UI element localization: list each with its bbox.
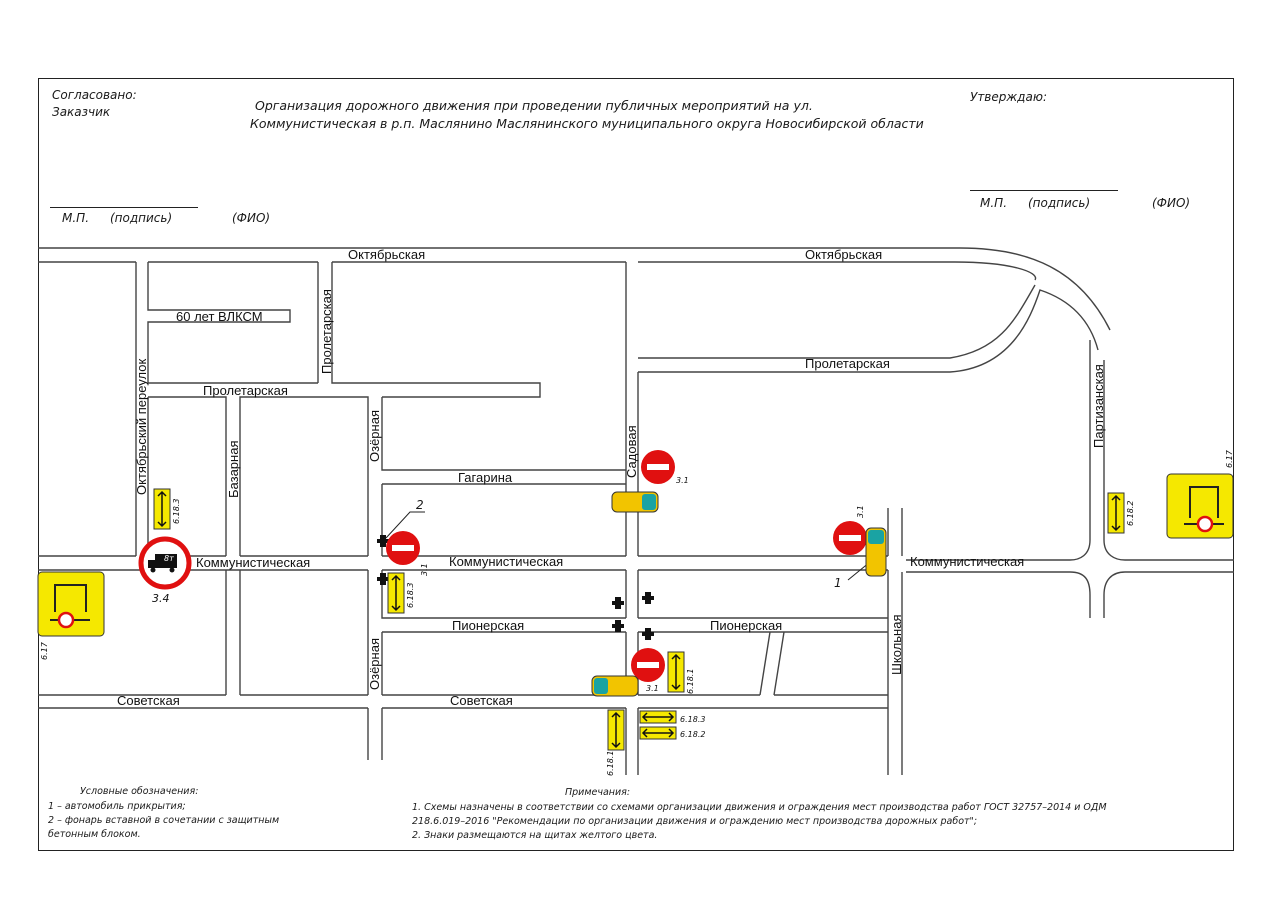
agreed-title: Согласовано: [52, 88, 137, 102]
street-kommunisticheskaya-c: Коммунистическая [449, 554, 564, 569]
right-mp: М.П. [980, 196, 1008, 210]
street-partizanskaya: Партизанская [1091, 364, 1106, 448]
truck-prohibition-sign-icon [138, 536, 192, 590]
street-bazarnaya: Базарная [226, 440, 241, 498]
sign-code-3-1-c: 3.1 [856, 505, 865, 518]
street-ozernaya-s: Озёрная [367, 638, 382, 690]
road-edge-partizanskaya-se [1103, 571, 1234, 618]
road-edge-oktyabrskaya-top [38, 247, 1111, 331]
left-fio: (ФИО) [232, 211, 271, 225]
sign-code-6-18-3: 6.18.3 [680, 715, 706, 724]
road-edge-prolet-vert-e [331, 262, 541, 398]
road-edge-pioner-top [381, 570, 888, 619]
street-oktyabrsky-pereulok: Октябрьский переулок [134, 358, 149, 495]
sign-code-6-17-e: 6.17 [1225, 450, 1234, 468]
street-vlksm: 60 лет ВЛКСМ [176, 309, 263, 324]
sign-code-6-18-3-w: 6.18.3 [172, 498, 181, 524]
note-1a: 1. Схемы назначены в соответствии со схе… [412, 802, 1107, 813]
sign-code-6-18-2-e: 6.18.2 [1126, 500, 1135, 526]
lantern-icon-1 [377, 535, 389, 547]
sign-3-4-tonnage: 8т [164, 554, 174, 563]
street-gagarina: Гагарина [458, 470, 513, 485]
cover-car-icon-b [865, 527, 887, 577]
detour-scheme-sign-icon-w [37, 571, 105, 637]
left-mp: М.П. [62, 211, 90, 225]
detour-arrow-glyphs [157, 490, 1121, 749]
street-kommunisticheskaya-w: Коммунистическая [196, 555, 311, 570]
legend-title: Условные обозначения: [80, 786, 199, 797]
cover-car-icon-a [611, 491, 659, 513]
right-fio: (ФИО) [1152, 196, 1191, 210]
no-entry-sign-icon-a [641, 450, 675, 484]
legend-item-1: 1 – автомобиль прикрытия; [48, 801, 186, 812]
legend-item-2a: 2 – фонарь вставной в сочетании с защитн… [48, 815, 280, 826]
page-title-line2: Коммунистическая в р.п. Маслянино Маслян… [250, 116, 924, 131]
street-kommunisticheskaya-e: Коммунистическая [910, 554, 1025, 569]
detour-scheme-sign-icon-e [1166, 473, 1234, 539]
lantern-icon-5 [612, 620, 624, 632]
sign-code-6-18-1-c: 6.18.1 [686, 668, 695, 694]
lantern-icon-4 [642, 592, 654, 604]
street-pionerskaya-e: Пионерская [710, 618, 783, 633]
detour-arrow-signs [153, 488, 1125, 751]
road-edge-per-e [147, 262, 318, 384]
road-edge-partizanskaya-e [1103, 360, 1234, 561]
sign-code-3-4: 3.4 [152, 592, 170, 605]
no-entry-sign-icon-d [631, 648, 665, 682]
sign-code-3-1-a: 3.1 [676, 476, 689, 485]
sign-code-6-18-3-w2: 6.18.3 [406, 582, 415, 608]
road-curve-1 [638, 284, 1036, 359]
road-edge-prolet-h [148, 396, 369, 556]
street-shkolnaya: Школьная [889, 614, 904, 676]
road-edge-partizanskaya-w [906, 340, 1091, 561]
road-edge-bazar-s [225, 570, 241, 695]
street-proletarskaya-e: Пролетарская [805, 356, 890, 371]
sign-code-6-17-w: 6.17 [40, 642, 49, 660]
sign-code-3-1-d: 3.1 [646, 684, 659, 693]
right-signature-line [970, 190, 1118, 191]
note-2: 2. Знаки размещаются на щитах желтого цв… [412, 830, 658, 841]
lantern-group [377, 535, 654, 640]
marker-2: 2 [416, 498, 424, 512]
street-oktyabrskaya-e: Октябрьская [805, 247, 883, 262]
street-pionerskaya-w: Пионерская [452, 618, 525, 633]
lantern-icon-3 [612, 597, 624, 609]
road-edge-partizanskaya-sw [906, 571, 1091, 618]
street-sovetskaya-w: Советская [117, 693, 180, 708]
marker2-leader [385, 511, 425, 539]
left-sign: (подпись) [110, 211, 173, 225]
lantern-icon-2 [377, 573, 389, 585]
no-entry-sign-icon-c [833, 521, 867, 555]
drawing-frame [38, 78, 1234, 851]
street-oktyabrskaya-w: Октябрьская [348, 247, 426, 262]
road-edge-oktyabrskaya-bottom-e [638, 261, 1037, 281]
right-sign: (подпись) [1028, 196, 1091, 210]
street-sovetskaya-c: Советская [450, 693, 513, 708]
road-edge-pioner-spur [759, 631, 785, 696]
notes-title: Примечания: [565, 787, 631, 798]
road-edge-pioner-626 [625, 570, 639, 618]
agreed-role: Заказчик [52, 105, 111, 119]
road-curve-2 [638, 289, 1099, 373]
note-1b: 218.6.019–2016 "Рекомендации по организа… [412, 816, 978, 827]
sign-code-6-18-2-c: 6.18.2 [680, 730, 706, 739]
legend-item-2b: бетонным блоком. [48, 829, 141, 840]
sign-code-6-18-1-s: 6.18.1 [606, 750, 615, 776]
street-proletarskaya-w: Пролетарская [203, 383, 288, 398]
street-proletarskaya-vertical: Пролетарская [319, 289, 334, 374]
sign-code-3-1-b: 3.1 [420, 563, 429, 576]
street-sadovaya: Садовая [624, 425, 639, 478]
lantern-icon-6 [642, 628, 654, 640]
cover-car-icon-c [591, 675, 639, 697]
no-entry-sign-icon-b [386, 531, 420, 565]
left-signature-line [50, 207, 198, 208]
road-edge-ozernaya-e [381, 397, 626, 471]
marker-1: 1 [834, 576, 842, 590]
road-edge-ozernaya-s2 [367, 708, 383, 760]
page-title-line1: Организация дорожного движения при прове… [255, 98, 813, 113]
street-ozernaya-n: Озёрная [367, 410, 382, 462]
approve-title: Утверждаю: [970, 90, 1047, 104]
